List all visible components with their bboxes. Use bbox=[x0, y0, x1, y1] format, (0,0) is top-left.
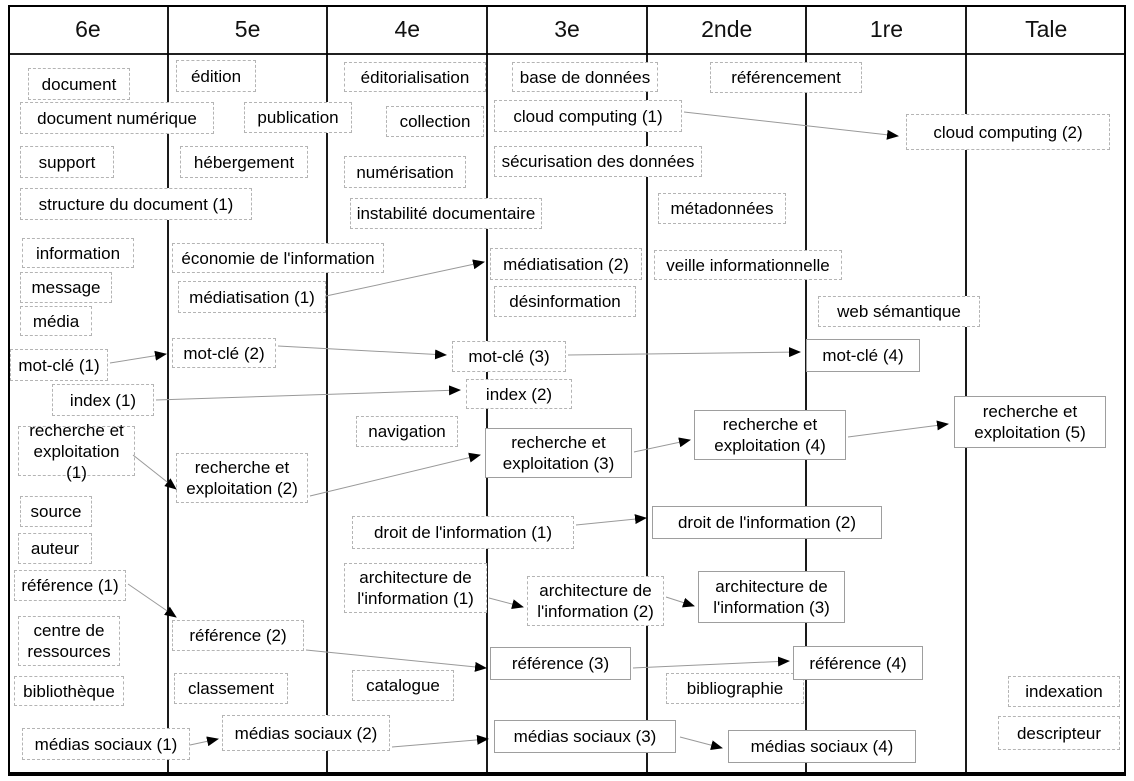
concept-box-reference-4: référence (4) bbox=[793, 646, 923, 680]
concept-box-catalogue: catalogue bbox=[352, 670, 454, 701]
concept-box-securisation-des-donnees: sécurisation des données bbox=[494, 146, 702, 177]
concept-box-reference-3: référence (3) bbox=[490, 647, 631, 680]
concept-box-bibliotheque: bibliothèque bbox=[14, 676, 124, 706]
concept-box-mediatisation-1: médiatisation (1) bbox=[178, 281, 326, 313]
concept-box-collection: collection bbox=[386, 106, 484, 137]
concept-box-edition: édition bbox=[176, 60, 256, 92]
column-header-4e: 4e bbox=[394, 16, 421, 42]
concept-box-editorialisation: éditorialisation bbox=[344, 62, 486, 92]
concept-box-media: média bbox=[20, 306, 92, 336]
grade-header-row: 6e 5e 4e 3e 2nde 1re Tale bbox=[8, 5, 1126, 54]
concept-box-mot-cle-4: mot-clé (4) bbox=[806, 339, 920, 372]
concept-box-recherche-exploitation-2: recherche et exploitation (2) bbox=[176, 453, 308, 503]
concept-box-navigation: navigation bbox=[356, 416, 458, 447]
concept-box-desinformation: désinformation bbox=[494, 286, 636, 317]
concept-box-base-de-donnees: base de données bbox=[512, 62, 658, 92]
concept-box-document-numerique: document numérique bbox=[20, 102, 214, 134]
concept-box-recherche-exploitation-5: recherche et exploitation (5) bbox=[954, 396, 1106, 448]
concept-box-cloud-computing-2: cloud computing (2) bbox=[906, 114, 1110, 150]
concept-box-information: information bbox=[22, 238, 134, 268]
concept-box-recherche-exploitation-4: recherche et exploitation (4) bbox=[694, 410, 846, 460]
concept-box-mot-cle-3: mot-clé (3) bbox=[452, 341, 566, 372]
concept-box-source: source bbox=[20, 496, 92, 527]
concept-box-index-1: index (1) bbox=[52, 384, 154, 416]
column-header-3e: 3e bbox=[554, 16, 580, 42]
concept-box-droit-de-l-information-2: droit de l'information (2) bbox=[652, 506, 882, 539]
concept-box-web-semantique: web sémantique bbox=[818, 296, 980, 327]
concept-box-veille-informationnelle: veille informationnelle bbox=[654, 250, 842, 280]
concept-box-medias-sociaux-3: médias sociaux (3) bbox=[494, 720, 676, 753]
concept-box-mediatisation-2: médiatisation (2) bbox=[490, 248, 642, 280]
concept-box-mot-cle-2: mot-clé (2) bbox=[172, 338, 276, 368]
concept-box-centre-de-ressources: centre de ressources bbox=[18, 616, 120, 666]
concept-box-recherche-exploitation-1: recherche et exploitation (1) bbox=[18, 421, 135, 482]
concept-box-medias-sociaux-1: médias sociaux (1) bbox=[22, 728, 190, 760]
concept-box-hebergement: hébergement bbox=[180, 146, 308, 178]
concept-box-architecture-de-l-information-1: architecture de l'information (1) bbox=[344, 563, 487, 613]
concept-box-structure-du-document-1: structure du document (1) bbox=[20, 188, 252, 220]
concept-box-classement: classement bbox=[174, 673, 288, 704]
concept-box-mot-cle-1: mot-clé (1) bbox=[10, 349, 108, 381]
concept-box-medias-sociaux-2: médias sociaux (2) bbox=[222, 715, 390, 751]
concept-box-droit-de-l-information-1: droit de l'information (1) bbox=[352, 516, 574, 549]
concept-box-message: message bbox=[20, 272, 112, 303]
concept-box-bibliographie: bibliographie bbox=[666, 673, 804, 704]
concept-box-auteur: auteur bbox=[18, 533, 92, 564]
column-header-5e: 5e bbox=[234, 16, 261, 42]
concept-box-document: document bbox=[28, 68, 130, 100]
column-header-6e: 6e bbox=[75, 16, 101, 42]
column-header-1re: 1re bbox=[869, 16, 904, 42]
concept-box-numerisation: numérisation bbox=[344, 156, 466, 188]
concept-box-support: support bbox=[20, 146, 114, 178]
concept-box-metadonnees: métadonnées bbox=[658, 193, 786, 224]
concept-box-architecture-de-l-information-2: architecture de l'information (2) bbox=[527, 576, 664, 626]
concept-box-reference-1: référence (1) bbox=[14, 570, 126, 601]
concept-box-medias-sociaux-4: médias sociaux (4) bbox=[728, 730, 916, 763]
column-header-tale: Tale bbox=[1025, 16, 1068, 42]
concept-box-instabilite-documentaire: instabilité documentaire bbox=[350, 198, 542, 229]
concept-box-cloud-computing-1: cloud computing (1) bbox=[494, 100, 682, 132]
concept-box-index-2: index (2) bbox=[466, 379, 572, 409]
concept-box-referencement: référencement bbox=[710, 62, 862, 93]
concept-box-descripteur: descripteur bbox=[998, 716, 1120, 750]
column-header-2nde: 2nde bbox=[701, 16, 753, 42]
concept-box-recherche-exploitation-3: recherche et exploitation (3) bbox=[485, 428, 632, 478]
concept-box-indexation: indexation bbox=[1008, 676, 1120, 707]
concept-box-architecture-de-l-information-3: architecture de l'information (3) bbox=[698, 571, 845, 623]
concept-box-publication: publication bbox=[244, 102, 352, 133]
concept-box-economie-de-l-information: économie de l'information bbox=[172, 243, 384, 273]
concept-box-reference-2: référence (2) bbox=[172, 620, 304, 651]
